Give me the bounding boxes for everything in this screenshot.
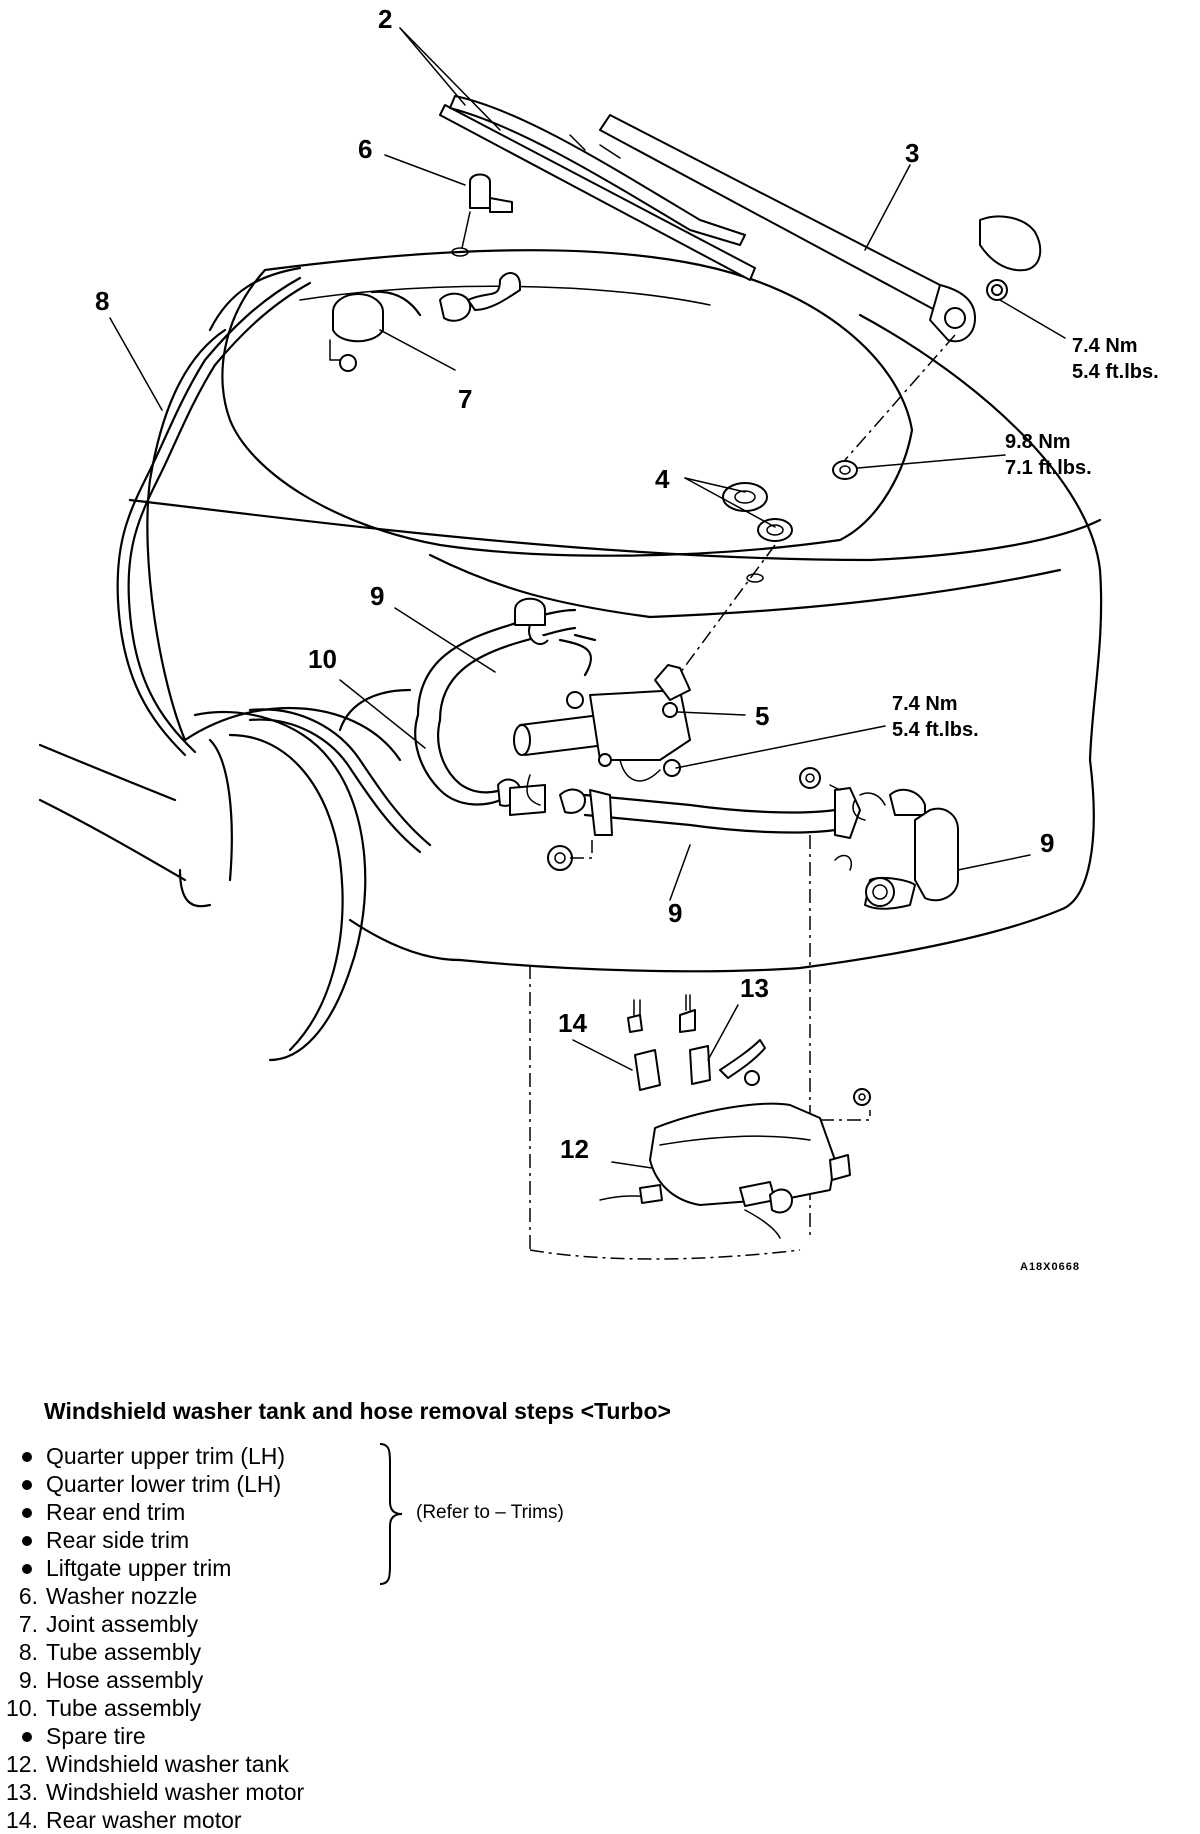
hose-assembly-lower [497, 767, 861, 871]
grommet [722, 460, 858, 583]
step-label: Hose assembly [46, 1667, 204, 1693]
step-label: Joint assembly [46, 1611, 199, 1637]
torque-motor-bolt-ftlbs: 5.4 ft.lbs. [892, 719, 979, 741]
legend-step: 7. Joint assembly [0, 1610, 198, 1638]
wiper-arm-cap [979, 215, 1042, 301]
legend-step: Liftgate upper trim [0, 1554, 231, 1582]
wiper-motor [513, 664, 691, 782]
callout-grommet: 4 [655, 464, 670, 494]
leader-lines [109, 27, 1066, 1169]
step-marker [0, 1526, 46, 1554]
washer-motor [679, 994, 766, 1086]
step-marker: 8. [18, 1639, 38, 1665]
step-marker: 10. [6, 1695, 38, 1721]
bullet-icon [22, 1480, 32, 1490]
callout-hose-bottom: 9 [668, 898, 682, 928]
legend-step: Rear end trim [0, 1498, 185, 1526]
bullet-icon [22, 1452, 32, 1462]
legend-title: Windshield washer tank and hose removal … [44, 1398, 671, 1424]
brace-icon [379, 1443, 403, 1585]
step-marker: 6. [18, 1583, 38, 1609]
washer-tank [599, 1088, 871, 1239]
torque-arm-nut-nm: 7.4 Nm [1072, 335, 1138, 357]
legend-step: Quarter upper trim (LH) [0, 1442, 285, 1470]
torque-motor-bolt-nm: 7.4 Nm [892, 693, 958, 715]
step-label: Liftgate upper trim [46, 1555, 232, 1581]
callout-hose-left: 9 [370, 581, 384, 611]
torque-pivot-nut-nm: 9.8 Nm [1005, 431, 1071, 453]
callout-wiper-motor: 5 [755, 701, 769, 731]
spare-tire-wheel [183, 706, 402, 1062]
step-marker [0, 1498, 46, 1526]
step-marker [0, 1442, 46, 1470]
legend-step: Rear side trim [0, 1526, 189, 1554]
callout-wiper-arm: 3 [905, 138, 919, 168]
legend-step: Quarter lower trim (LH) [0, 1470, 281, 1498]
callout-washer-motor: 13 [740, 973, 769, 1003]
rear-washer-motor [627, 999, 661, 1091]
step-label: Spare tire [46, 1723, 146, 1749]
step-marker: 7. [18, 1611, 38, 1637]
hose-assembly-right [834, 788, 959, 910]
step-marker: 14. [6, 1807, 38, 1833]
step-label: Windshield washer motor [46, 1779, 305, 1805]
step-marker: 13. [6, 1779, 38, 1805]
legend-step: 10. Tube assembly [0, 1694, 201, 1722]
step-marker [0, 1722, 46, 1750]
bullet-icon [22, 1508, 32, 1518]
step-label: Rear side trim [46, 1527, 190, 1553]
step-marker [0, 1470, 46, 1498]
wiper-blade [439, 95, 756, 281]
callout-tube-lower: 10 [308, 644, 337, 674]
step-label: Windshield washer tank [46, 1751, 289, 1777]
callout-wiper-blade: 2 [378, 4, 392, 34]
bullet-icon [22, 1564, 32, 1574]
step-marker [0, 1554, 46, 1582]
step-label: Washer nozzle [46, 1583, 198, 1609]
joint-assembly [329, 272, 521, 372]
exploded-view-diagram: 2 3 4 5 6 7 8 9 9 9 10 12 13 14 7.4 Nm 5… [38, 4, 1159, 1273]
step-label: Quarter upper trim (LH) [46, 1443, 286, 1469]
washer-nozzle [451, 173, 513, 257]
step-label: Tube assembly [46, 1695, 202, 1721]
callout-tube-upper: 8 [95, 286, 109, 316]
bullet-icon [22, 1732, 32, 1742]
vehicle-body-outline [38, 249, 1103, 973]
legend-step: 8. Tube assembly [0, 1638, 201, 1666]
callout-joint-assembly: 7 [458, 384, 472, 414]
refer-note: (Refer to – Trims) [416, 1502, 564, 1523]
legend-step: 14. Rear washer motor [0, 1806, 242, 1834]
step-label: Quarter lower trim (LH) [46, 1471, 282, 1497]
legend-step: 6. Washer nozzle [0, 1582, 197, 1610]
legend-step: Spare tire [0, 1722, 146, 1750]
step-label: Rear washer motor [46, 1807, 242, 1833]
removal-steps-legend: Windshield washer tank and hose removal … [0, 1398, 1200, 1833]
step-marker: 12. [6, 1751, 38, 1777]
legend-step: 9. Hose assembly [0, 1666, 203, 1694]
callout-hose-right: 9 [1040, 828, 1054, 858]
tube-assembly-8 [116, 276, 312, 757]
callout-washer-nozzle: 6 [358, 134, 372, 164]
figure-id: A18X0668 [1020, 1261, 1080, 1273]
bullet-icon [22, 1536, 32, 1546]
legend-step: 13. Windshield washer motor [0, 1778, 304, 1806]
step-marker: 9. [18, 1667, 38, 1693]
legend-step: 12. Windshield washer tank [0, 1750, 289, 1778]
callout-washer-tank: 12 [560, 1134, 589, 1164]
wiper-arm [599, 114, 976, 343]
tube-assembly-10 [248, 688, 432, 854]
torque-arm-nut-ftlbs: 5.4 ft.lbs. [1072, 361, 1159, 383]
step-label: Rear end trim [46, 1499, 186, 1525]
callout-rear-washer-motor: 14 [558, 1008, 587, 1038]
step-label: Tube assembly [46, 1639, 202, 1665]
hose-assembly-left [414, 597, 597, 806]
torque-pivot-nut-ftlbs: 7.1 ft.lbs. [1005, 457, 1092, 479]
